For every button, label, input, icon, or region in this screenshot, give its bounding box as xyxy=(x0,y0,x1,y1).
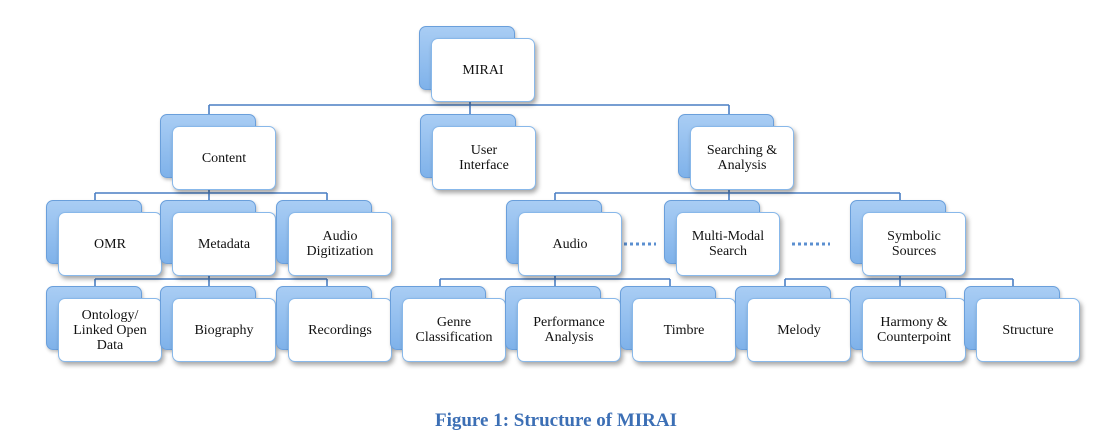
node-structure: Structure xyxy=(964,286,1082,364)
node-recordings: Recordings xyxy=(276,286,394,364)
node-user-interface: User Interface xyxy=(420,114,538,192)
node-genre-classification: Genre Classification xyxy=(390,286,508,364)
node-metadata: Metadata xyxy=(160,200,278,278)
node-melody: Melody xyxy=(735,286,853,364)
node-timbre: Timbre xyxy=(620,286,738,364)
node-symbolic-sources: Symbolic Sources xyxy=(850,200,968,278)
node-performance-analysis: Performance Analysis xyxy=(505,286,623,364)
node-content: Content xyxy=(160,114,278,192)
node-audio: Audio xyxy=(506,200,624,278)
node-ontology-linked-open-data: Ontology/ Linked Open Data xyxy=(46,286,164,364)
node-searching-analysis: Searching & Analysis xyxy=(678,114,796,192)
node-audio-digitization: Audio Digitization xyxy=(276,200,394,278)
node-mirai: MIRAI xyxy=(419,26,537,104)
node-multi-modal-search: Multi-Modal Search xyxy=(664,200,782,278)
node-omr: OMR xyxy=(46,200,164,278)
figure-caption: Figure 1: Structure of MIRAI xyxy=(434,410,678,431)
node-biography: Biography xyxy=(160,286,278,364)
node-harmony-counterpoint: Harmony & Counterpoint xyxy=(850,286,968,364)
